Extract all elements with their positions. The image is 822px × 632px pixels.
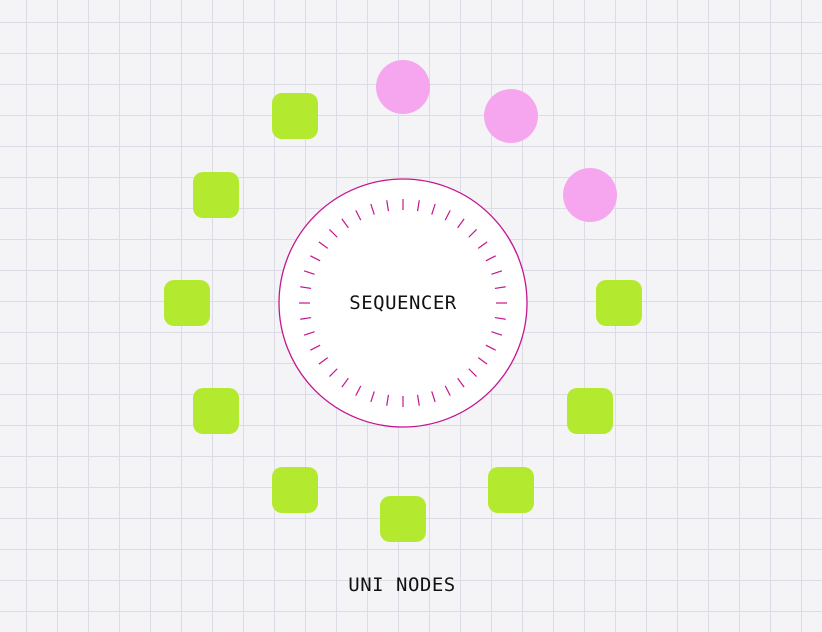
tick-mark [494, 286, 506, 290]
tick-mark [457, 218, 465, 229]
tick-mark [300, 316, 312, 320]
tick-mark [444, 385, 451, 396]
tick-mark [485, 344, 496, 351]
tick-mark [370, 391, 375, 403]
tick-mark [416, 394, 420, 406]
tick-mark [310, 255, 321, 262]
tick-mark [355, 210, 362, 221]
tick-mark [457, 377, 465, 388]
node-7[interactable] [380, 496, 426, 542]
node-6[interactable] [488, 467, 534, 514]
tick-mark [386, 394, 390, 406]
tick-mark [300, 286, 312, 290]
sequencer-ticks [299, 199, 507, 407]
tick-mark [386, 200, 390, 212]
tick-mark [444, 210, 451, 221]
tick-mark [468, 229, 477, 238]
tick-mark [431, 203, 436, 215]
node-12[interactable] [272, 92, 318, 139]
tick-mark [494, 316, 506, 320]
tick-mark [310, 344, 321, 351]
tick-mark [318, 357, 329, 365]
node-3[interactable] [563, 168, 618, 222]
uni-nodes-label: UNI NODES [348, 574, 456, 596]
tick-mark [468, 368, 477, 377]
tick-mark [318, 241, 329, 249]
tick-mark [485, 255, 496, 262]
node-5[interactable] [567, 388, 614, 434]
tick-mark [329, 368, 338, 377]
tick-mark [416, 200, 420, 212]
sequencer-ring [278, 178, 528, 428]
tick-mark [341, 218, 349, 229]
node-11[interactable] [192, 172, 239, 218]
tick-mark [341, 377, 349, 388]
tick-mark [355, 385, 362, 396]
tick-mark [303, 331, 315, 336]
tick-mark [431, 391, 436, 403]
tick-mark [491, 331, 503, 336]
tick-mark [370, 203, 375, 215]
sequencer-dial[interactable]: SEQUENCER [278, 178, 528, 428]
node-1[interactable] [376, 60, 430, 114]
tick-mark [477, 241, 488, 249]
tick-mark [303, 270, 315, 275]
tick-mark [329, 229, 338, 238]
tick-mark [491, 270, 503, 275]
tick-mark [477, 357, 488, 365]
node-8[interactable] [272, 467, 318, 514]
node-4[interactable] [596, 280, 642, 326]
sequencer-outline [278, 178, 528, 428]
node-2[interactable] [484, 88, 538, 143]
node-9[interactable] [192, 388, 239, 434]
node-10[interactable] [164, 280, 210, 326]
